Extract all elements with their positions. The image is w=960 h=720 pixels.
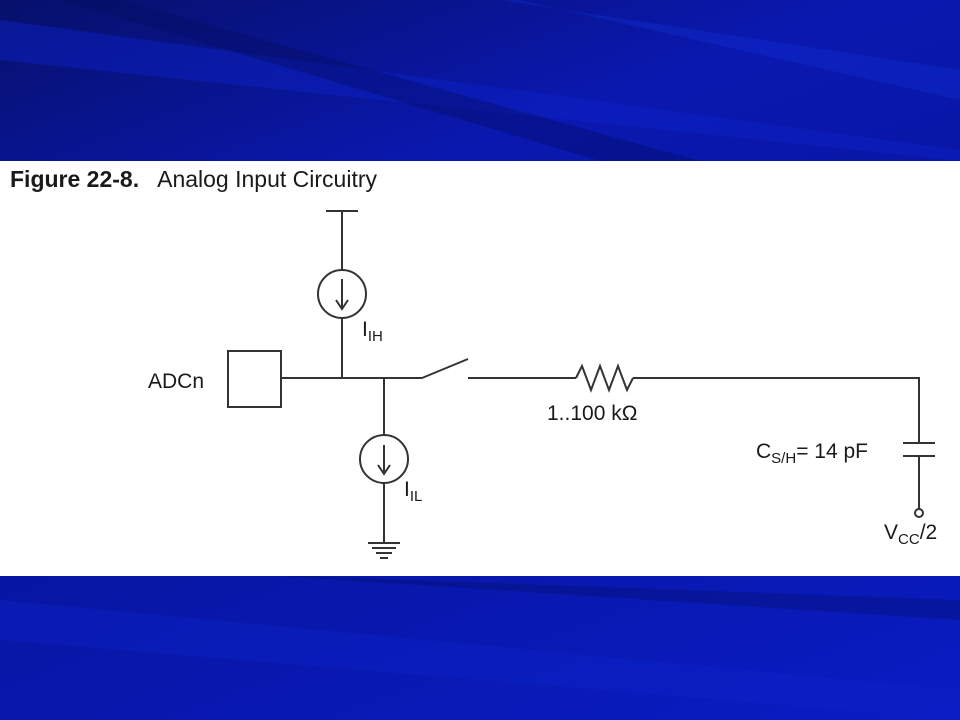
arrow-down-icon [377, 445, 391, 476]
vcc-suffix: /2 [919, 521, 938, 544]
switch-blade [421, 358, 469, 379]
resistor [575, 363, 634, 393]
capacitor-value: = 14 pF [796, 440, 868, 463]
vcc-half-label: VCC/2 [884, 521, 937, 548]
current-ih-main: I [362, 318, 368, 341]
vcc-sub: CC [898, 531, 920, 548]
current-ih-label: IIH [362, 318, 383, 345]
figure-number: Figure 22-8. [10, 166, 140, 192]
adc-pin-box [227, 350, 282, 408]
current-il-main: I [404, 478, 410, 501]
figure-title: Analog Input Circuitry [157, 166, 377, 192]
figure-panel [0, 161, 960, 576]
resistor-to-cap-wire [633, 377, 920, 443]
resistor-label: 1..100 kΩ [547, 402, 638, 425]
ground-icon [368, 542, 400, 559]
figure-caption: Figure 22-8. Analog Input Circuitry [10, 166, 377, 193]
vcc-main: V [884, 521, 899, 544]
capacitor-main: C [756, 440, 772, 463]
vcc-half-terminal [914, 508, 924, 518]
capacitor-sub: S/H [771, 450, 797, 467]
adc-pin-label: ADCn [148, 370, 205, 393]
circuit-diagram [227, 210, 935, 559]
current-il-sub: IL [409, 488, 423, 505]
capacitor-label: CS/H= 14 pF [756, 440, 868, 467]
current-ih-sub: IH [367, 328, 383, 345]
current-il-label: IIL [404, 478, 422, 505]
arrow-down-icon [335, 279, 349, 311]
